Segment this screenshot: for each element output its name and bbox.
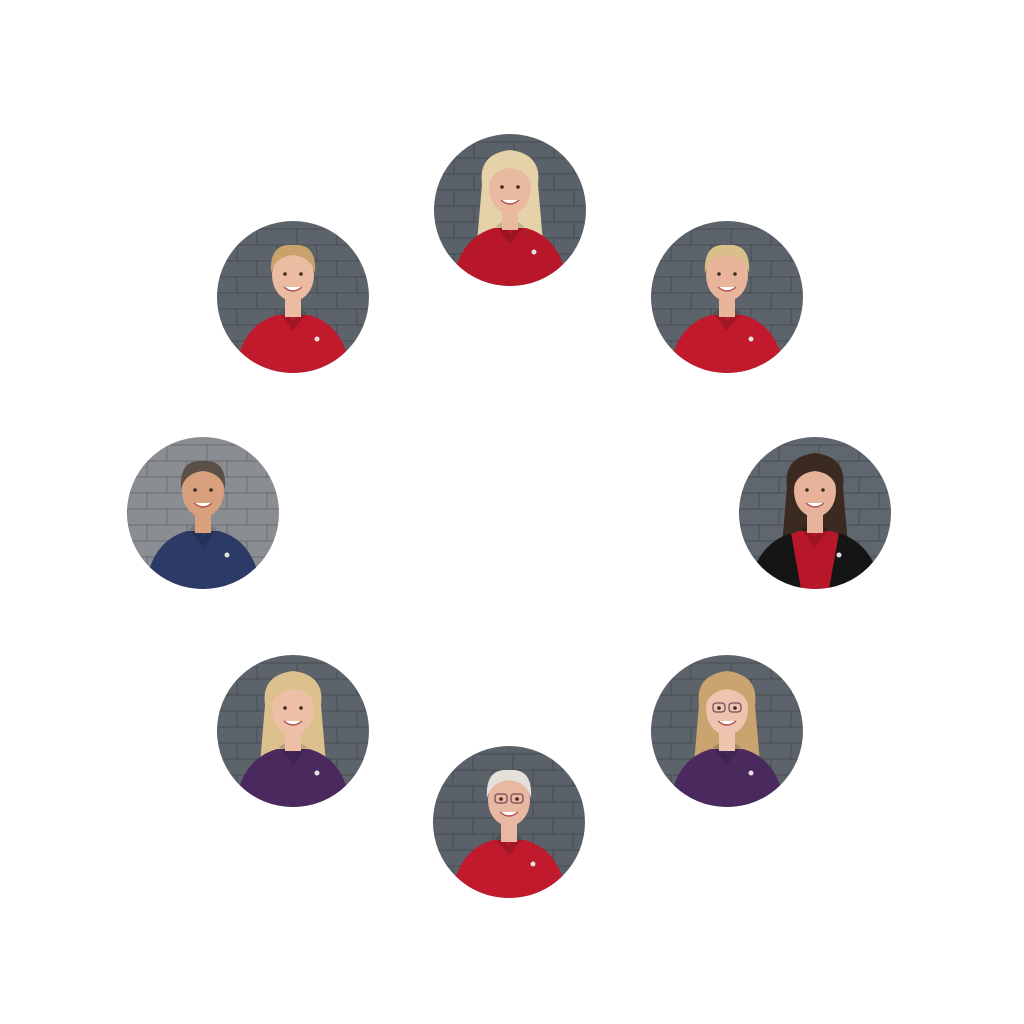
eye-left	[500, 185, 504, 189]
smile	[805, 502, 825, 508]
eye-left	[193, 488, 197, 492]
eye-right	[733, 272, 737, 276]
hair	[704, 244, 750, 273]
hair	[270, 244, 316, 273]
hair	[487, 157, 533, 186]
team-member-photo[interactable]	[217, 655, 369, 807]
shirt-logo-icon	[836, 552, 842, 558]
eye-right	[209, 488, 213, 492]
eye-right	[299, 706, 303, 710]
portrait-image	[651, 655, 803, 807]
team-member-photo[interactable]	[651, 221, 803, 373]
hair	[792, 460, 838, 489]
hair	[704, 678, 750, 707]
shirt-logo-icon	[531, 249, 537, 255]
shirt	[669, 315, 785, 373]
shirt	[669, 749, 785, 807]
team-member-photo[interactable]	[739, 437, 891, 589]
face	[706, 683, 748, 735]
shirt	[235, 315, 351, 373]
team-member-photo[interactable]	[651, 655, 803, 807]
shirt-logo-icon	[748, 336, 754, 342]
shirt	[145, 531, 261, 589]
face	[272, 249, 314, 301]
portrait-image	[127, 437, 279, 589]
portrait-image	[651, 221, 803, 373]
eye-left	[805, 488, 809, 492]
hair	[180, 460, 226, 489]
portrait-image	[217, 221, 369, 373]
eye-right	[516, 185, 520, 189]
eye-right	[515, 797, 519, 801]
eye-right	[821, 488, 825, 492]
face	[182, 465, 224, 517]
portrait-image	[739, 437, 891, 589]
shirt-logo-icon	[314, 336, 320, 342]
team-member-photo[interactable]	[434, 134, 586, 286]
shirt	[451, 840, 567, 898]
glasses-left	[712, 702, 726, 713]
eye-left	[499, 797, 503, 801]
smile	[283, 720, 303, 726]
face	[272, 683, 314, 735]
portrait-image	[433, 746, 585, 898]
face	[489, 162, 531, 214]
shirt	[452, 228, 568, 286]
team-member-photo[interactable]	[217, 221, 369, 373]
shirt-logo-icon	[530, 861, 536, 867]
face	[488, 774, 530, 826]
eye-right	[299, 272, 303, 276]
glasses-right	[510, 793, 524, 804]
eye-right	[733, 706, 737, 710]
face	[706, 249, 748, 301]
glasses-right	[728, 702, 742, 713]
smile	[193, 502, 213, 508]
shirt-logo-icon	[314, 770, 320, 776]
face	[794, 465, 836, 517]
eye-left	[717, 706, 721, 710]
portrait-image	[434, 134, 586, 286]
smile	[500, 199, 520, 205]
smile	[499, 811, 519, 817]
hair	[486, 769, 532, 798]
eye-left	[283, 272, 287, 276]
portrait-image	[217, 655, 369, 807]
hair	[270, 678, 316, 707]
shirt-logo-icon	[748, 770, 754, 776]
smile	[717, 286, 737, 292]
shirt	[235, 749, 351, 807]
eye-left	[283, 706, 287, 710]
glasses-left	[494, 793, 508, 804]
team-member-photo[interactable]	[127, 437, 279, 589]
shirt-logo-icon	[224, 552, 230, 558]
eye-left	[717, 272, 721, 276]
smile	[283, 286, 303, 292]
smile	[717, 720, 737, 726]
team-member-photo[interactable]	[433, 746, 585, 898]
